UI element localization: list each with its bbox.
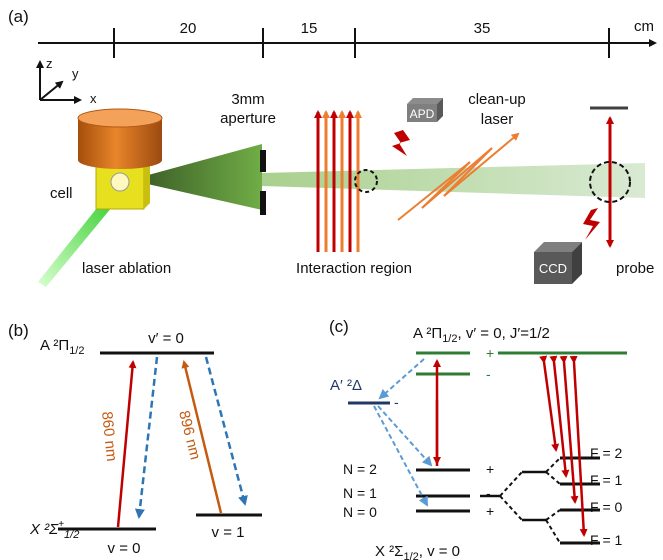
laser-ablation-label: laser ablation <box>82 260 171 277</box>
lower-state-label: X ²Σ+1/2 <box>29 519 79 541</box>
coordinate-axes: z y x <box>36 56 97 106</box>
cylinder-body <box>78 118 162 169</box>
ccd-camera: CCD <box>534 242 582 284</box>
decay-to-aprime-arrow <box>378 358 425 400</box>
aperture-blade <box>260 150 266 172</box>
cylinder-top <box>77 108 163 128</box>
n0-label: N = 0 <box>343 504 377 520</box>
interaction-lasers <box>314 110 362 252</box>
upper-parity-plus: + <box>486 345 494 361</box>
n2-label: N = 2 <box>343 461 377 477</box>
decay-v0-arrow <box>134 356 159 519</box>
segment-label: 20 <box>180 20 197 37</box>
aprime-parity: - <box>394 394 399 410</box>
apd-label: APD <box>410 107 435 121</box>
upper-state-label: A ²Π1/2 <box>40 337 84 357</box>
n2-parity: + <box>486 461 494 477</box>
ablation-cell <box>77 108 163 210</box>
aperture-size-label: 3mm <box>231 91 264 108</box>
cleanup-laser-label: clean-up <box>468 91 526 108</box>
fluorescence-bolt-icon <box>392 130 410 156</box>
wavelength-860-label: 860 nm <box>98 411 120 463</box>
axis-z-label: z <box>46 56 53 71</box>
aperture <box>260 150 266 215</box>
v1-label: v = 1 <box>212 524 245 541</box>
aperture-label: aperture <box>220 110 276 127</box>
panel-c-label: (c) <box>329 317 349 336</box>
panel-a-label: (a) <box>8 7 29 26</box>
cell-label: cell <box>50 185 73 202</box>
scatter-bolt-icon <box>583 208 600 240</box>
n1-parity: - <box>486 485 491 501</box>
segment-label: 35 <box>474 20 491 37</box>
cleanup-laser-label-2: laser <box>481 111 514 128</box>
hyperfine-laser-arrows <box>539 355 588 537</box>
ablation-laser-beam <box>38 184 126 287</box>
f2-label: F = 2 <box>590 445 623 461</box>
interaction-region-label: Interaction region <box>296 260 412 277</box>
axis-unit: cm <box>634 18 654 35</box>
decay-to-n0-arrow <box>373 405 428 507</box>
upper-level-label: v′ = 0 <box>148 330 184 347</box>
transition-896-arrow <box>181 360 223 514</box>
decay-v1-arrow <box>204 356 248 506</box>
detection-zone <box>354 169 378 193</box>
cell-window <box>110 172 130 192</box>
f1-label: F = 1 <box>590 472 623 488</box>
cleanup-laser <box>397 132 520 221</box>
n1-label: N = 1 <box>343 485 377 501</box>
axis-x-label: x <box>90 91 97 106</box>
panel-b-label: (b) <box>8 321 29 340</box>
ccd-label: CCD <box>539 261 567 276</box>
aperture-blade <box>260 191 266 215</box>
lower-state-c-label: X ²Σ1/2, v = 0 <box>375 543 460 560</box>
probe-label: probe <box>616 260 654 277</box>
f0-label: F = 0 <box>590 499 623 515</box>
transition-860-arrow <box>116 360 137 528</box>
beam-cone <box>130 144 262 210</box>
distance-axis: 20 15 35 cm <box>38 18 657 58</box>
segment-label: 15 <box>301 20 318 37</box>
decay-to-n2-arrow <box>377 405 433 467</box>
v0-label: v = 0 <box>108 540 141 557</box>
axis-y-label: y <box>72 66 79 81</box>
upper-state-c-label: A ²Π1/2, v′ = 0, J′=1/2 <box>413 325 550 345</box>
wavelength-896-label: 896 nm <box>175 409 204 462</box>
upper-parity-minus: - <box>486 366 491 382</box>
n0-parity: + <box>486 503 494 519</box>
probe-zone <box>589 161 631 203</box>
apd-detector: APD <box>407 98 443 122</box>
f1-lower-label: F = 1 <box>590 532 623 548</box>
cell-side <box>144 158 150 209</box>
aprime-state-label: A′ ²Δ <box>330 377 362 394</box>
